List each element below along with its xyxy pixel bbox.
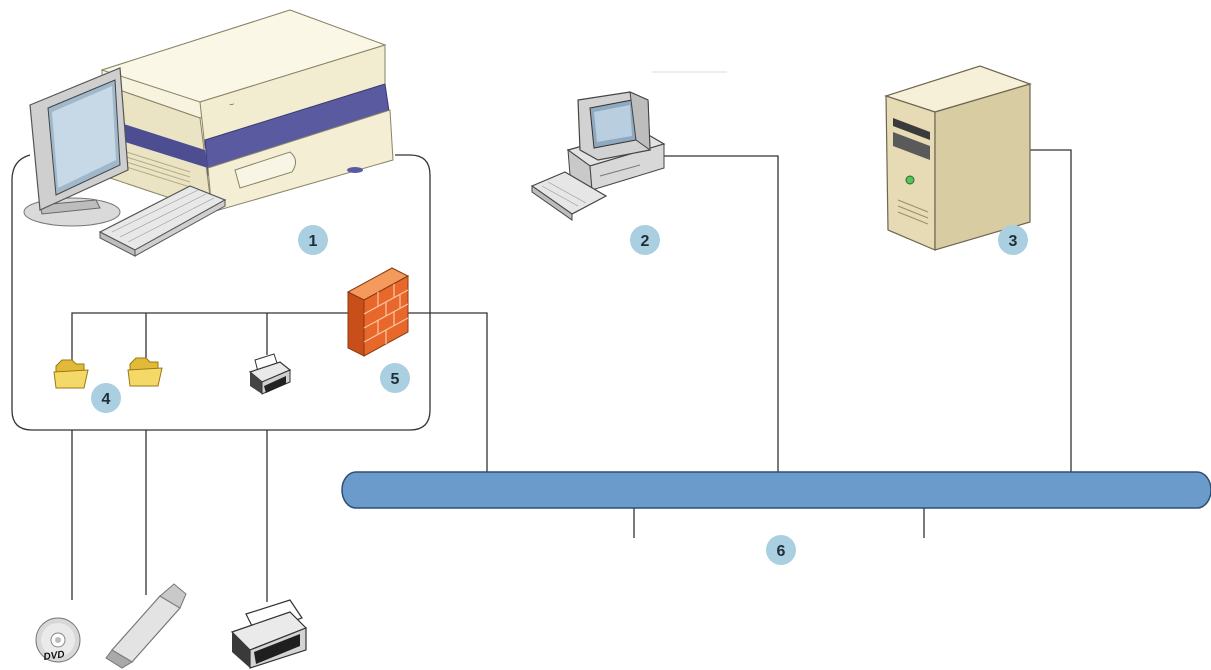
desktop-computer-icon [530, 91, 666, 221]
server-tower-icon [884, 65, 1032, 251]
callout-5: 5 [391, 371, 400, 388]
callout-badge: 2 [630, 225, 660, 255]
instrument-enclosure [11, 154, 431, 431]
dvd-disc-icon: DVD [35, 617, 81, 663]
callout-badge: 1 [298, 225, 328, 255]
instrument-keyboard-icon [98, 185, 227, 257]
callout-badge: 4 [91, 383, 121, 413]
internal-lan-line [71, 312, 488, 472]
enclosure-left-top [11, 154, 31, 181]
workstation-link [662, 155, 779, 472]
connector-lines [11, 149, 1072, 602]
server-link [1030, 149, 1072, 472]
callout-badge: 3 [998, 225, 1028, 255]
callout-2: 2 [641, 233, 650, 250]
folder-icon [127, 357, 163, 387]
instrument-monitor-icon [23, 67, 129, 227]
callout-6: 6 [777, 543, 786, 560]
callout-3: 3 [1009, 233, 1018, 250]
callout-4: 4 [102, 391, 111, 408]
callout-badge: 5 [380, 363, 410, 393]
callout-1: 1 [309, 233, 318, 250]
cell-analyzer-icon: ~ [100, 9, 394, 213]
printer-icon [230, 599, 308, 669]
firewall-icon [346, 267, 410, 357]
printer-icon [248, 353, 292, 395]
dvd-label: DVD [43, 649, 65, 663]
network-bus [341, 471, 1211, 509]
svg-text:~: ~ [228, 99, 236, 110]
callout-badge: 6 [766, 535, 796, 565]
folder-icon [53, 359, 89, 389]
usb-drive-icon [105, 583, 187, 669]
